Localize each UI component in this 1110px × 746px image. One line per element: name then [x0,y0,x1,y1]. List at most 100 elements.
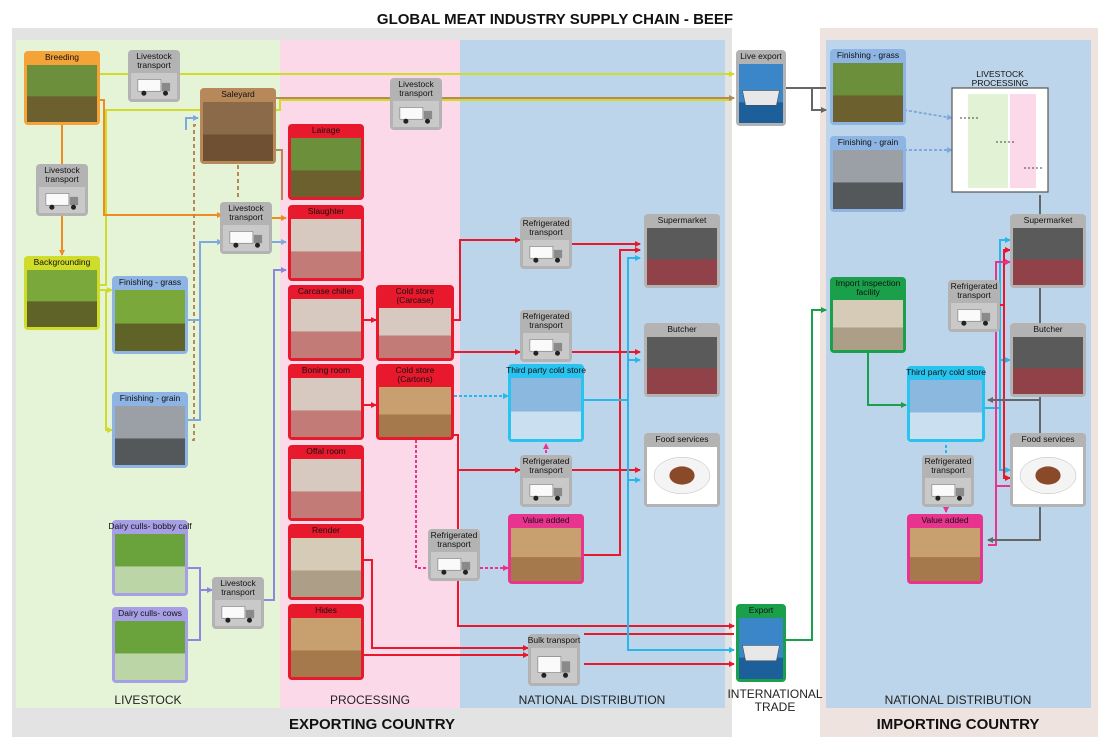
importing-country-label: IMPORTING COUNTRY [877,716,1040,733]
refrig-2-label-1: Refrigerated [523,311,570,321]
imp-refrig-2-wheel [957,495,962,501]
refrig-1-label-1: Refrigerated [523,218,570,228]
cold-cartons-label-1: Cold store [396,365,435,375]
lt-transport-1-truck-cab [161,82,171,92]
lt-transport-3-label-2: transport [229,212,263,222]
slaughter-label: Slaughter [308,206,345,216]
refrig-2-wheel [555,350,560,356]
saleyard-label: Saleyard [221,89,255,99]
section-international-trade-2: TRADE [755,700,796,714]
dairy-cows-image-detail [115,653,185,680]
imp-refrig-2-wheel [935,495,941,501]
node-imp-finishing-grain: Finishing - grain [830,136,906,212]
node-backgrounding: Backgrounding [24,256,100,330]
lt-transport-5-label-1: Livestock [220,578,256,588]
lt-transport-4-truck-body [399,107,424,120]
lt-transport-3-truck-body [229,231,254,244]
saleyard-image-detail [203,134,273,161]
lt-transport-4-label-2: transport [399,88,433,98]
node-bulk-transport: Bulk transport [528,634,581,686]
refrig-2-label-2: transport [529,320,563,330]
node-imp-third-party: Third party cold store [906,366,986,442]
refrig-4-truck-body [437,558,462,571]
lt-transport-2-truck-body [45,193,70,206]
lt-transport-4-label-1: Livestock [398,79,434,89]
offal-room-label: Offal room [306,446,346,456]
imp-refrig-2-label-2: transport [931,465,965,475]
third-party-image-detail [511,411,581,439]
render-image-detail [291,570,361,597]
livestock-processing-zone-livestock [968,94,1008,188]
imp-butcher-label: Butcher [1033,324,1062,334]
node-hides: Hides [288,604,364,680]
refrig-3-wheel [555,495,560,501]
node-boning-room: Boning room [288,364,364,440]
imp-value-added-image-detail [910,557,980,581]
imp-value-added-label: Value added [921,515,968,525]
imp-finishing-grain-label: Finishing - grain [838,137,899,147]
lt-transport-2-label-1: Livestock [44,165,80,175]
bulk-transport-label: Bulk transport [528,635,581,645]
cold-carcase-label-2: (Carcase) [396,295,433,305]
lt-transport-4-wheel [425,118,430,124]
imp-refrig-2-truck-body [931,484,956,497]
lt-transport-1-truck-body [137,79,162,92]
node-value-added: Value added [508,514,584,584]
node-dairy-cows: Dairy culls- cows [112,607,188,683]
dairy-bobby-label: Dairy culls- bobby calf [108,521,192,531]
refrig-1-wheel [533,257,539,263]
refrig-3-label-1: Refrigerated [523,456,570,466]
dairy-cows-label: Dairy culls- cows [118,608,182,618]
imp-food-services-label: Food services [1022,434,1075,444]
node-render: Render [288,524,364,600]
refrig-4-wheel [463,569,468,575]
section-international-trade-1: INTERNATIONAL [727,687,822,701]
imp-finishing-grass-label: Finishing - grass [837,50,899,60]
lt-transport-2-wheel [49,204,55,210]
food-services-steak [669,466,695,485]
node-butcher: Butcher [644,323,720,397]
carcase-chiller-image-detail [291,331,361,358]
node-imp-butcher: Butcher [1010,323,1086,397]
node-imp-supermarket: Supermarket [1010,214,1086,288]
refrig-1-wheel [555,257,560,263]
lt-transport-1-wheel [163,90,168,96]
node-food-services: Food services [644,433,720,507]
lt-transport-4-truck-cab [423,110,433,120]
imp-food-services-steak [1035,466,1061,485]
imp-refrig-1-label-1: Refrigerated [951,281,998,291]
refrig-2-truck-body [529,339,554,352]
refrig-3-truck-body [529,484,554,497]
node-export: Export [736,604,786,682]
node-slaughter: Slaughter [288,205,364,281]
node-imp-food-services: Food services [1010,433,1086,507]
node-breeding: Breeding [24,51,100,125]
butcher-image-detail [647,368,717,394]
lt-transport-5-wheel [225,617,231,623]
value-added-image-detail [511,557,581,581]
refrig-4-wheel [441,569,447,575]
refrig-4-label-1: Refrigerated [431,530,478,540]
flow-lines [59,70,1041,667]
node-live-export: Live export [736,50,786,126]
imp-supermarket-label: Supermarket [1024,215,1073,225]
imp-refrig-1-truck-cab [981,312,991,322]
refrig-3-label-2: transport [529,465,563,475]
backgrounding-label: Backgrounding [34,257,91,267]
node-supermarket: Supermarket [644,214,720,288]
node-cold-carcase: Cold store(Carcase) [376,285,454,361]
refrig-3-truck-cab [553,487,563,497]
imp-refrig-1-label-2: transport [957,290,991,300]
lt-transport-4-wheel [403,118,409,124]
imp-refrig-1-wheel [961,320,967,326]
imp-butcher-image-detail [1013,368,1083,394]
live-export-sea [739,102,783,123]
